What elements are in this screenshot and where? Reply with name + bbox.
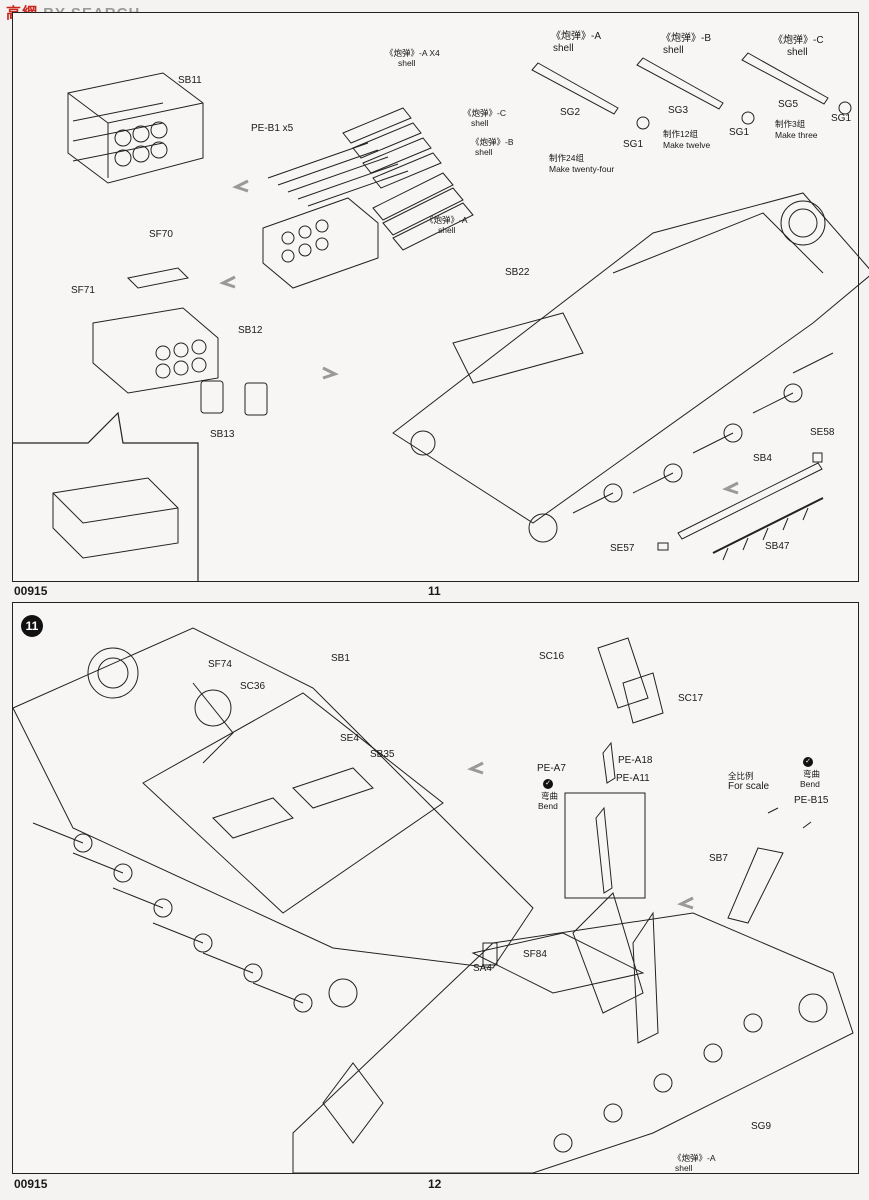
label-scale-en: For scale: [728, 781, 770, 792]
hull-chassis-upper-left: [12, 627, 534, 1013]
sb4-rod-and-sb47: [657, 452, 824, 561]
label-sb1: SB1: [331, 653, 350, 664]
sg-shells: [531, 52, 852, 130]
sb7-cylinder: [727, 807, 812, 924]
label-shell-a-en: shell: [438, 225, 456, 235]
label-sc16: SC16: [539, 651, 565, 662]
label-sg3: SG3: [668, 105, 689, 116]
label-sg1-b: SG1: [729, 127, 750, 138]
label-sb11: SB11: [178, 75, 202, 86]
label-sb4: SB4: [753, 453, 772, 464]
bend-icon-right: ✓: [803, 757, 813, 767]
label-shell-c: 《炮弹》-C: [463, 108, 506, 118]
page-number-11: 11: [428, 584, 441, 598]
label-sf71: SF71: [71, 285, 95, 296]
label-make24-cn: 制作24组: [549, 153, 584, 163]
label-shell-c-sg5-en: shell: [787, 47, 808, 58]
pe-a7-detail: [595, 741, 616, 894]
label-shell-b-sg3-en: shell: [663, 45, 684, 56]
label-shell-b-en: shell: [475, 147, 493, 157]
label-sf74: SF74: [208, 659, 232, 670]
label-sg9: SG9: [751, 1121, 772, 1132]
label-sb7: SB7: [709, 853, 728, 864]
label-shell-c-en: shell: [471, 118, 489, 128]
rack-with-shells: [262, 107, 474, 289]
label-bend-en-left: Bend: [538, 801, 558, 811]
label-shell-a: 《炮弹》-A: [425, 215, 468, 225]
label-pe-a11: PE-A11: [616, 773, 650, 784]
label-make3-cn: 制作3组: [775, 119, 806, 129]
pe-b1-rods: [267, 142, 409, 207]
label-shell-a-bottom: 《炮弹》-A: [673, 1153, 716, 1163]
label-sf70: SF70: [149, 229, 173, 240]
label-se57: SE57: [610, 543, 635, 554]
label-sb13: SB13: [210, 429, 235, 440]
label-pe-a18: PE-A18: [618, 755, 653, 766]
step-number-badge: 11: [21, 615, 43, 637]
instruction-panel-page-12: 11: [12, 602, 859, 1174]
label-shell-a-sg2-en: shell: [553, 43, 574, 54]
label-make24-en: Make twenty-four: [549, 164, 615, 174]
sf71-rack: [92, 267, 268, 416]
label-bend-cn-right: 弯曲: [803, 769, 821, 779]
label-se4: SE4: [340, 733, 359, 744]
inset-rack: [52, 477, 179, 559]
label-make12-cn: 制作12组: [663, 129, 698, 139]
hull-chassis-lower-right: [292, 892, 854, 1174]
label-scale-cn: 全比例: [728, 771, 754, 781]
label-sg5: SG5: [778, 99, 799, 110]
label-sg2: SG2: [560, 107, 581, 118]
label-sb22: SB22: [505, 267, 530, 278]
label-bend-cn-left: 弯曲: [541, 791, 559, 801]
label-shell-a-x4: 《炮弹》-A X4: [385, 48, 440, 58]
label-sc17: SC17: [678, 693, 704, 704]
assembly-illustration-top: [13, 52, 869, 581]
label-shell-a-sg2: 《炮弹》-A: [551, 31, 601, 42]
label-se58: SE58: [810, 427, 835, 438]
label-sg1-a: SG1: [623, 139, 644, 150]
label-pe-b15: PE-B15: [794, 795, 829, 806]
label-make3-en: Make three: [775, 130, 818, 140]
label-sa4: SA4: [473, 963, 492, 974]
sb11-rack-drawing: [67, 72, 204, 184]
instruction-panel-page-11: SB11 PE-B1 x5 《炮弹》-A X4 shell 《炮弹》-C she…: [12, 12, 869, 582]
page-number-12: 12: [428, 1177, 442, 1191]
label-sb12: SB12: [238, 325, 263, 336]
label-make12-en: Make twelve: [663, 140, 711, 150]
hull-chassis-top: [392, 192, 869, 543]
label-sg1-c: SG1: [831, 113, 852, 124]
product-code-bottom: 00915: [14, 1177, 48, 1191]
label-sb47: SB47: [765, 541, 790, 552]
sc16-sc17-parts: [597, 637, 664, 724]
label-sf84: SF84: [523, 949, 547, 960]
label-shell-c-sg5: 《炮弹》-C: [773, 35, 824, 46]
bend-icon-left: ✓: [543, 779, 553, 789]
assembly-illustration-bottom: [12, 627, 854, 1174]
label-shell-b-sg3: 《炮弹》-B: [661, 33, 711, 44]
product-code-top: 00915: [14, 584, 48, 598]
label-shell-a-bottom-en: shell: [675, 1163, 693, 1173]
label-sb35: SB35: [370, 749, 395, 760]
label-pe-b1: PE-B1 x5: [251, 123, 294, 134]
label-pe-a7: PE-A7: [537, 763, 566, 774]
label-bend-en-right: Bend: [800, 779, 820, 789]
label-shell-a-x4-en: shell: [398, 58, 416, 68]
label-sc36: SC36: [240, 681, 266, 692]
label-shell-b: 《炮弹》-B: [471, 137, 514, 147]
